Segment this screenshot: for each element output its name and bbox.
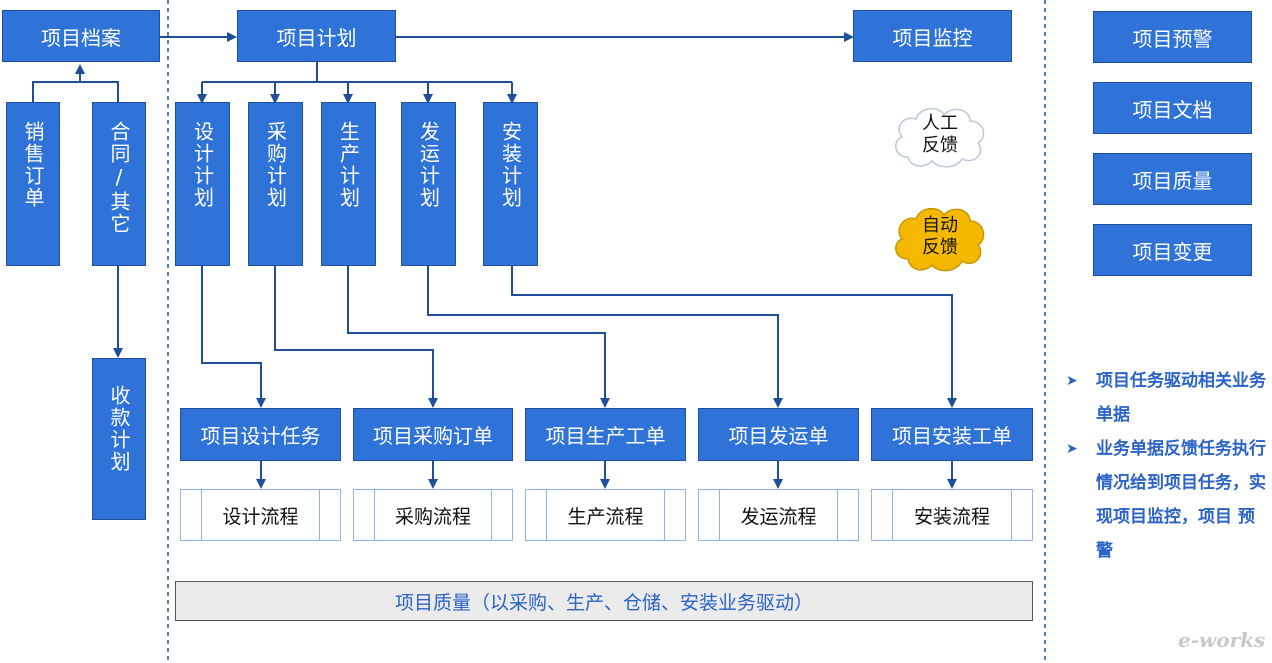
design-task-box: 项目设计任务: [180, 408, 341, 461]
design-task-label: 项目设计任务: [200, 424, 321, 448]
note-text: 项目任务驱动相关业务单据: [1096, 371, 1266, 425]
purchase-plan-box: 采购计划: [248, 102, 303, 266]
design-plan-box: 设计计划: [175, 102, 230, 266]
payment-plan-label: 收款计划: [107, 385, 131, 473]
project-plan-label: 项目计划: [276, 25, 357, 50]
project-quality-box: 项目质量: [1093, 153, 1252, 205]
shipping-process-label: 发运流程: [740, 505, 817, 528]
install-order-label: 项目安装工单: [892, 424, 1012, 448]
install-process-label: 安装流程: [913, 505, 990, 528]
design-process-label: 设计流程: [222, 505, 299, 528]
production-order-box: 项目生产工单: [525, 408, 686, 461]
shipping-plan-label: 发运计划: [416, 121, 441, 209]
payment-plan-box: 收款计划: [92, 358, 146, 520]
production-plan-box: 生产计划: [321, 102, 376, 266]
purchase-plan-label: 采购计划: [263, 121, 288, 209]
contract-box: 合同/其它: [92, 102, 146, 266]
purchase-order-box: 项目采购订单: [353, 408, 513, 461]
notes-list: ➤ 项目任务驱动相关业务单据 ➤ 业务单据反馈任务执行情况给到项目任务，实现项目…: [1066, 364, 1266, 568]
note-text: 业务单据反馈任务执行情况给到项目任务，实现项目监控，项目 预警: [1096, 439, 1266, 561]
link-left-boxes: [32, 81, 119, 102]
project-change-box: 项目变更: [1093, 224, 1252, 276]
design-process-box: 设计流程: [180, 489, 341, 541]
arrow-right-icon: ➤: [1066, 441, 1078, 457]
purchase-process-label: 采购流程: [394, 505, 471, 528]
production-plan-label: 生产计划: [336, 121, 361, 209]
shipping-process-box: 发运流程: [698, 489, 859, 541]
production-process-label: 生产流程: [567, 505, 644, 528]
quality-bar: 项目质量（以采购、生产、仓储、安装业务驱动）: [175, 581, 1033, 621]
manual-feedback-line1: 人工: [922, 113, 958, 135]
note-item: ➤ 项目任务驱动相关业务单据: [1066, 364, 1266, 432]
project-document-box: 项目文档: [1093, 82, 1252, 134]
production-process-box: 生产流程: [525, 489, 686, 541]
arrow-right-icon: ➤: [1066, 373, 1078, 389]
project-plan-box: 项目计划: [237, 10, 396, 62]
install-plan-box: 安装计划: [483, 102, 538, 266]
project-archive-box: 项目档案: [2, 10, 160, 62]
auto-feedback-line1: 自动: [922, 215, 958, 237]
shipping-plan-box: 发运计划: [401, 102, 456, 266]
project-quality-label: 项目质量: [1132, 168, 1213, 193]
shipping-order-label: 项目发运单: [728, 424, 829, 448]
install-process-box: 安装流程: [871, 489, 1033, 541]
contract-label: 合同/其它: [107, 121, 131, 235]
shipping-order-box: 项目发运单: [698, 408, 859, 461]
cloud-icon: [895, 207, 985, 272]
sales-order-label: 销售订单: [21, 121, 45, 209]
note-item: ➤ 业务单据反馈任务执行情况给到项目任务，实现项目监控，项目 预警: [1066, 432, 1266, 568]
cloud-icon: [895, 107, 985, 168]
manual-feedback-cloud: 人工反馈: [888, 99, 992, 171]
install-plan-label: 安装计划: [498, 121, 523, 209]
project-warning-label: 项目预警: [1132, 26, 1213, 51]
sales-order-box: 销售订单: [6, 102, 60, 266]
project-monitor-box: 项目监控: [853, 10, 1012, 62]
project-monitor-label: 项目监控: [892, 25, 973, 50]
quality-bar-label: 项目质量（以采购、生产、仓储、安装业务驱动）: [394, 591, 813, 614]
production-order-label: 项目生产工单: [545, 424, 666, 448]
project-change-label: 项目变更: [1132, 239, 1213, 264]
install-order-box: 项目安装工单: [871, 408, 1033, 461]
purchase-order-label: 项目采购订单: [373, 424, 493, 448]
eworks-logo: e-works: [1178, 628, 1266, 652]
design-plan-label: 设计计划: [190, 121, 215, 209]
project-warning-box: 项目预警: [1093, 11, 1252, 63]
project-document-label: 项目文档: [1132, 97, 1213, 122]
purchase-process-box: 采购流程: [353, 489, 513, 541]
auto-feedback-line2: 反馈: [922, 237, 958, 258]
manual-feedback-line2: 反馈: [922, 135, 958, 156]
project-archive-label: 项目档案: [41, 25, 121, 50]
auto-feedback-cloud: 自动反馈: [888, 199, 992, 275]
